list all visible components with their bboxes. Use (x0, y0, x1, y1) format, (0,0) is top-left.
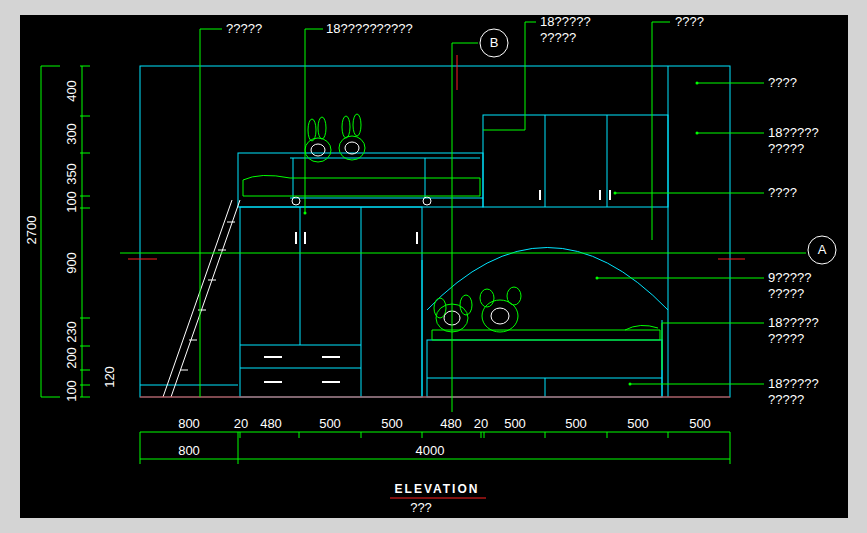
dimension-value: 500 (319, 416, 341, 432)
callout-label: 18????? ????? (768, 376, 832, 408)
dimension-value: 100 (64, 191, 80, 213)
dimension-value: 100 (64, 380, 80, 402)
dimension-value: 400 (64, 80, 80, 102)
marker-letter: A (807, 235, 837, 265)
callout-label: ???? (675, 14, 704, 30)
dimension-value: 800 (178, 443, 200, 459)
callout-label: 18????? ????? (768, 125, 832, 157)
dimension-value: 20 (474, 416, 488, 432)
dimension-value: 480 (260, 416, 282, 432)
dimension-value: 480 (440, 416, 462, 432)
callout-label: 9????? ????? (768, 270, 832, 302)
callout-label: 18????? ????? (768, 315, 832, 347)
callout-label: ???? (768, 75, 797, 91)
dimension-value: 2700 (24, 216, 40, 245)
callout-label: 18?????????? (326, 21, 413, 37)
callout-label: 18????? ????? (540, 14, 604, 46)
dimension-value: 20 (234, 416, 248, 432)
dimension-value: 500 (627, 416, 649, 432)
section-marker: A (807, 235, 837, 265)
drawing-title: ELEVATION (395, 481, 480, 497)
dimension-value: 800 (178, 416, 200, 432)
callout-label: ???? (768, 185, 797, 201)
dimension-value: 500 (565, 416, 587, 432)
dimension-value: 300 (64, 123, 80, 145)
dimension-value: 500 (381, 416, 403, 432)
dimension-value: 900 (64, 252, 80, 274)
dimension-value: 500 (689, 416, 711, 432)
section-marker: B (479, 28, 509, 58)
dimension-value: 4000 (416, 443, 445, 459)
marker-letter: B (479, 28, 509, 58)
drawing-caption: ??? (410, 500, 432, 516)
dimension-value: 350 (64, 163, 80, 185)
callout-label: ????? (226, 21, 262, 37)
dimension-value: 120 (102, 366, 118, 388)
dimension-value: 500 (504, 416, 526, 432)
dimension-value: 200 (64, 347, 80, 369)
dimension-value: 230 (64, 321, 80, 343)
